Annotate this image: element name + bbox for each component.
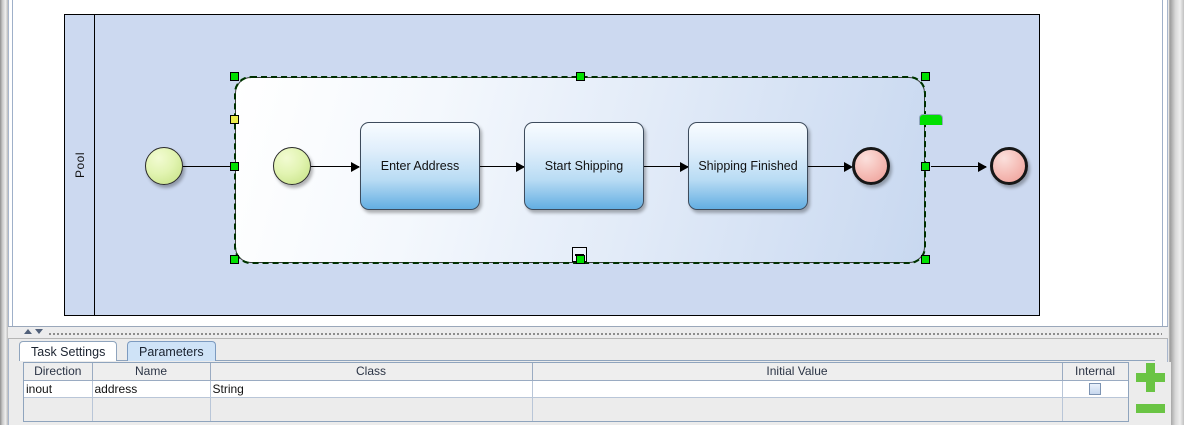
cell-name[interactable]: address bbox=[92, 380, 211, 398]
column-header-name[interactable]: Name bbox=[92, 363, 211, 381]
resize-handle-top-right[interactable] bbox=[921, 72, 930, 81]
window-right-rail bbox=[1168, 0, 1184, 425]
resize-handle-bottom-left[interactable] bbox=[230, 255, 239, 264]
table-empty-area bbox=[24, 397, 1128, 421]
sequence-flow-6-arrowhead bbox=[978, 162, 987, 172]
sequence-flow-5-arrowhead bbox=[844, 162, 853, 172]
action-handle-right[interactable] bbox=[919, 114, 943, 125]
resize-handle-middle-right[interactable] bbox=[921, 162, 930, 171]
filler-cell-2 bbox=[92, 397, 211, 421]
cell-direction[interactable]: inout bbox=[24, 380, 93, 398]
filler-cell-5 bbox=[1062, 397, 1128, 421]
table-row[interactable]: inout address String bbox=[24, 380, 1128, 398]
column-header-direction[interactable]: Direction bbox=[24, 363, 93, 381]
tabstrip-baseline bbox=[19, 360, 1155, 361]
parameters-table-container[interactable]: Direction Name Class Initial Value Inter… bbox=[23, 362, 1129, 422]
start-event-inner[interactable] bbox=[273, 147, 311, 185]
canvas-inner-border bbox=[12, 0, 1163, 326]
sequence-flow-5[interactable] bbox=[808, 166, 851, 167]
properties-panel: Task Settings Parameters Direction Name … bbox=[8, 339, 1171, 425]
filler-cell-1 bbox=[24, 397, 93, 421]
triangle-up-icon[interactable] bbox=[24, 329, 32, 334]
column-header-class[interactable]: Class bbox=[210, 363, 533, 381]
filler-cell-3 bbox=[210, 397, 533, 421]
properties-tabstrip: Task Settings Parameters bbox=[19, 339, 1167, 361]
remove-parameter-button[interactable] bbox=[1136, 404, 1165, 413]
splitter-grip[interactable] bbox=[48, 332, 1162, 336]
resize-handle-bottom-center[interactable] bbox=[576, 255, 585, 264]
tab-parameters-label: Parameters bbox=[139, 344, 204, 359]
panel-splitter[interactable] bbox=[8, 326, 1168, 339]
window-left-rail bbox=[0, 0, 8, 425]
sequence-flow-6[interactable] bbox=[931, 166, 986, 167]
resize-handle-middle-left[interactable] bbox=[230, 162, 239, 171]
label-handle-left[interactable] bbox=[230, 115, 239, 124]
tab-parameters[interactable]: Parameters bbox=[127, 341, 216, 361]
filler-cell-4 bbox=[532, 397, 1063, 421]
add-parameter-button[interactable] bbox=[1136, 363, 1165, 392]
bpmn-pool[interactable]: Pool Enter Address bbox=[64, 14, 1040, 316]
task-start-shipping[interactable]: Start Shipping bbox=[524, 122, 644, 210]
task-shipping-finished[interactable]: Shipping Finished bbox=[688, 122, 808, 210]
resize-handle-top-center[interactable] bbox=[576, 72, 585, 81]
column-header-initial-value[interactable]: Initial Value bbox=[532, 363, 1063, 381]
task-enter-address-label: Enter Address bbox=[380, 159, 460, 173]
resize-handle-bottom-right[interactable] bbox=[921, 255, 930, 264]
start-event-outer[interactable] bbox=[145, 147, 183, 185]
cell-class[interactable]: String bbox=[210, 380, 533, 398]
pool-label: Pool bbox=[72, 151, 87, 179]
plus-icon-vertical bbox=[1146, 363, 1155, 392]
parameter-actions bbox=[1131, 362, 1171, 425]
sequence-flow-2-arrowhead bbox=[351, 162, 360, 172]
sequence-flow-2[interactable] bbox=[311, 166, 359, 167]
tab-task-settings[interactable]: Task Settings bbox=[19, 341, 118, 361]
task-enter-address[interactable]: Enter Address bbox=[360, 122, 480, 210]
column-header-internal[interactable]: Internal bbox=[1062, 363, 1128, 381]
pool-header[interactable]: Pool bbox=[65, 15, 95, 315]
task-shipping-finished-label: Shipping Finished bbox=[698, 159, 798, 173]
resize-handle-top-left[interactable] bbox=[230, 72, 239, 81]
sequence-flow-3-arrowhead bbox=[516, 162, 525, 172]
pool-body: Enter Address Start Shipping Shipping Fi… bbox=[95, 15, 1039, 315]
sequence-flow-4[interactable] bbox=[644, 166, 688, 167]
internal-checkbox[interactable] bbox=[1089, 383, 1101, 396]
table-header-row: Direction Name Class Initial Value Inter… bbox=[24, 363, 1128, 381]
sequence-flow-4-arrowhead bbox=[680, 162, 689, 172]
task-start-shipping-label: Start Shipping bbox=[544, 159, 624, 173]
triangle-down-icon[interactable] bbox=[35, 329, 43, 334]
tab-task-settings-label: Task Settings bbox=[31, 344, 106, 359]
cell-internal[interactable] bbox=[1062, 380, 1128, 398]
end-event-inner[interactable] bbox=[852, 147, 890, 185]
parameters-table: Direction Name Class Initial Value Inter… bbox=[24, 363, 1128, 421]
end-event-outer[interactable] bbox=[990, 147, 1028, 185]
diagram-canvas[interactable]: Pool Enter Address bbox=[8, 0, 1168, 326]
splitter-arrows[interactable] bbox=[24, 329, 43, 334]
cell-initial-value[interactable] bbox=[532, 380, 1063, 398]
sequence-flow-1[interactable] bbox=[183, 166, 245, 167]
sequence-flow-3[interactable] bbox=[480, 166, 524, 167]
